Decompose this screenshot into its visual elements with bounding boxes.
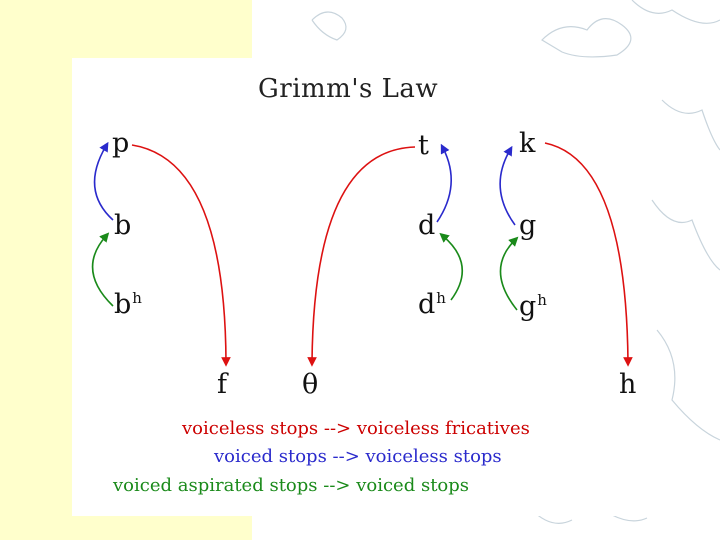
glyph-dh-base: d — [418, 289, 436, 320]
diagram-panel — [72, 58, 650, 516]
glyph-dh-aspiration: h — [436, 289, 446, 307]
map-coastline — [661, 99, 720, 151]
glyph-dh: dh — [418, 289, 446, 320]
map-coastline — [541, 18, 632, 58]
glyph-gh-aspiration: h — [537, 291, 547, 309]
arrow-gh-to-g — [499, 236, 519, 311]
arrow-k-to-h — [544, 142, 633, 367]
glyph-theta: θ — [302, 369, 319, 400]
map-coastline — [651, 199, 720, 271]
glyph-d: d — [418, 210, 436, 241]
legend-voiced-aspirated-stops: voiced aspirated stops --> voiced stops — [113, 475, 470, 496]
map-coastline — [656, 329, 720, 441]
glyph-bh-base: b — [114, 289, 132, 320]
glyph-gh-base: g — [519, 291, 537, 322]
diagram-title: Grimm's Law — [258, 74, 439, 104]
map-coastline — [311, 11, 347, 41]
arrow-g-to-k — [499, 145, 516, 226]
glyph-bh-aspiration: h — [132, 289, 142, 307]
glyph-b: b — [114, 210, 132, 241]
map-background — [311, 0, 720, 524]
arrow-bh-to-b — [91, 232, 114, 307]
arrow-dh-to-d — [439, 232, 464, 301]
glyph-g: g — [519, 210, 537, 241]
map-coastline — [611, 514, 648, 522]
glyph-p: p — [112, 128, 130, 159]
map-coastline — [631, 0, 720, 24]
glyph-bh: bh — [114, 289, 142, 320]
glyph-k: k — [519, 128, 536, 159]
legend-voiceless-stops: voiceless stops --> voiceless fricatives — [182, 418, 530, 439]
arrow-p-to-f — [131, 144, 231, 367]
glyph-gh: gh — [519, 291, 547, 322]
arrow-t-to-theta — [307, 146, 416, 367]
legend-voiced-stops: voiced stops --> voiceless stops — [214, 446, 502, 467]
glyph-f: f — [217, 369, 227, 400]
arrow-b-to-p — [93, 141, 114, 221]
glyph-h: h — [619, 369, 637, 400]
glyph-t: t — [418, 130, 429, 161]
arrow-d-to-t — [436, 143, 452, 223]
